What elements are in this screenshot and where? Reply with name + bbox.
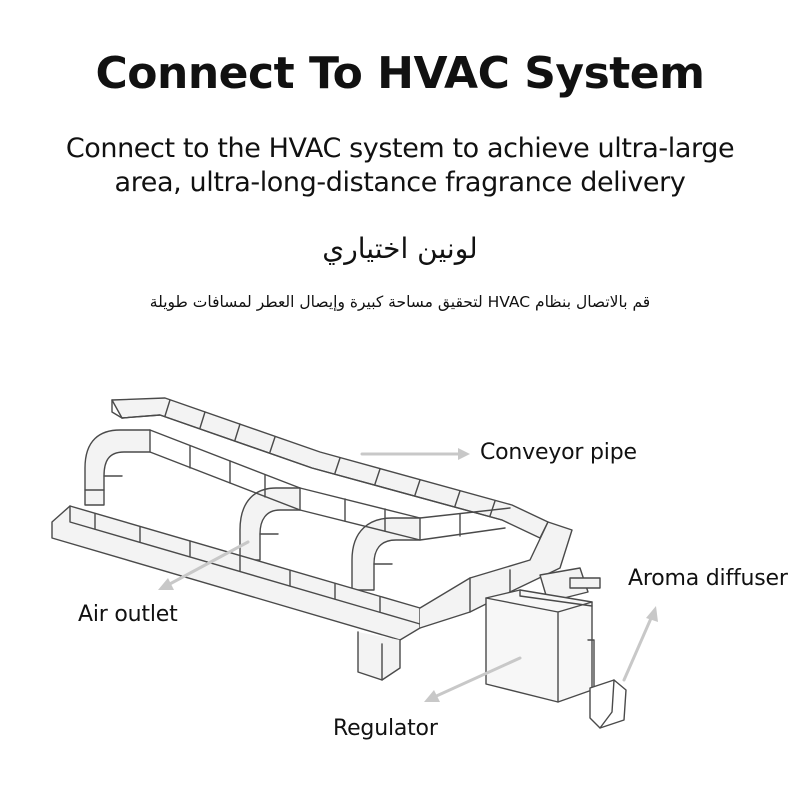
- duct-elbow-left: [84, 429, 151, 506]
- hvac-duct-diagram: [51, 397, 658, 729]
- label-conveyor-pipe: Conveyor pipe: [480, 440, 637, 465]
- duct-elbow-middle: [239, 487, 301, 561]
- duct-elbow-right: [351, 517, 421, 591]
- duct-front-run: [51, 505, 421, 641]
- label-air-outlet: Air outlet: [78, 602, 178, 627]
- aroma-diffuser-unit: [485, 577, 601, 703]
- duct-diffuser-link: [419, 521, 589, 629]
- label-aroma-diffuser: Aroma diffuser: [628, 566, 788, 591]
- page-subtitle: Connect to the HVAC system to achieve ul…: [30, 132, 770, 200]
- subtitle-line-1: Connect to the HVAC system to achieve ul…: [65, 133, 735, 164]
- regulator-unit: [589, 679, 627, 729]
- arabic-title: لونين اختياري: [322, 232, 478, 265]
- callout-arrows: [158, 448, 658, 702]
- page-title: Connect To HVAC System: [95, 48, 706, 99]
- label-regulator: Regulator: [333, 716, 438, 741]
- duct-drop-leg: [357, 631, 401, 681]
- arabic-subtitle: قم بالاتصال بنظام HVAC لتحقيق مساحة كبير…: [149, 293, 651, 311]
- subtitle-line-2: area, ultra-long-distance fragrance deli…: [114, 167, 686, 198]
- duct-cross-runs: [149, 429, 511, 541]
